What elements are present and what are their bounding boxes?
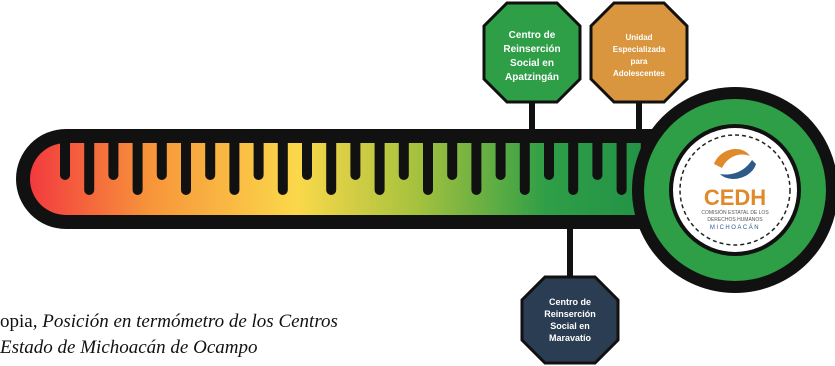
tick-mark [205, 135, 216, 180]
tick-mark [616, 135, 627, 195]
tick-mark [398, 135, 409, 180]
connector-maravatio [567, 222, 573, 280]
tick-mark [592, 135, 603, 180]
connector-apatzingan [529, 100, 535, 140]
tick-mark [350, 135, 361, 180]
caption-line-1: opia, Posición en termómetro de los Cent… [0, 309, 520, 335]
connector-adolescentes [636, 100, 642, 140]
tick-mark [60, 135, 70, 180]
octagon-apatzingan [482, 1, 582, 104]
marker-maravatio-line-1: Centro de [549, 297, 591, 307]
tick-mark [84, 135, 95, 195]
marker-apatzingan-line-3: Social en [510, 58, 554, 69]
marker-adolescentes-line-3: para [631, 57, 648, 66]
tick-mark [229, 135, 240, 195]
marker-maravatio-line-2: Reinserción [544, 309, 596, 319]
marker-maravatio-line-4: Maravatío [549, 333, 592, 343]
cedh-logo: CEDH COMISIÓN ESTATAL DE LOS DERECHOS HU… [701, 149, 769, 231]
figure-caption: opia, Posición en termómetro de los Cent… [0, 309, 520, 361]
hands-emblem-icon [714, 149, 756, 179]
marker-maravatio-line-3: Social en [550, 321, 590, 331]
tick-marks [60, 135, 651, 195]
marker-apatzingan: Centro de Reinserción Social en Apatzing… [482, 1, 582, 104]
tick-mark [374, 135, 385, 195]
tick-mark [495, 135, 506, 180]
thermometer-tube [16, 129, 720, 229]
tick-mark [108, 135, 119, 180]
marker-adolescentes-line-4: Adolescentes [613, 69, 666, 78]
marker-connectors [529, 100, 642, 280]
tick-mark [277, 135, 288, 195]
tick-mark [302, 135, 312, 180]
caption-line-1-normal: opia, [0, 311, 43, 332]
tick-mark [544, 135, 554, 180]
marker-apatzingan-line-2: Reinserción [503, 44, 560, 55]
tick-mark [447, 135, 458, 180]
caption-line-2: Estado de Michoacán de Ocampo [0, 337, 258, 358]
logo-line-2: DERECHOS HUMANOS [707, 217, 763, 223]
tick-mark [471, 135, 482, 195]
thermometer-bulb [632, 87, 835, 293]
logo-acronym: CEDH [704, 185, 766, 210]
tick-mark [253, 135, 264, 180]
marker-adolescentes-line-2: Especializada [613, 45, 666, 54]
marker-apatzingan-line-4: Apatzingán [505, 72, 559, 83]
bulb-inner [673, 128, 797, 252]
tick-mark [132, 135, 143, 195]
tick-mark [519, 135, 530, 195]
octagon-adolescentes [589, 1, 689, 104]
tick-mark [326, 135, 337, 195]
tick-mark [423, 135, 433, 195]
tick-mark [156, 135, 167, 180]
marker-apatzingan-line-1: Centro de [509, 30, 556, 41]
marker-adolescentes-line-1: Unidad [625, 33, 652, 42]
tick-mark [568, 135, 579, 195]
tick-mark [181, 135, 191, 195]
bulb-dashed-ring [679, 134, 791, 246]
logo-line-3: MICHOACÁN [710, 224, 760, 231]
logo-line-1: COMISIÓN ESTATAL DE LOS [701, 209, 769, 216]
octagon-maravatio [520, 275, 620, 365]
marker-maravatio: Centro de Reinserción Social en Maravatí… [520, 275, 620, 365]
marker-adolescentes: Unidad Especializada para Adolescentes [589, 1, 689, 104]
caption-line-1-italic: Posición en termómetro de los Centros [42, 311, 338, 332]
